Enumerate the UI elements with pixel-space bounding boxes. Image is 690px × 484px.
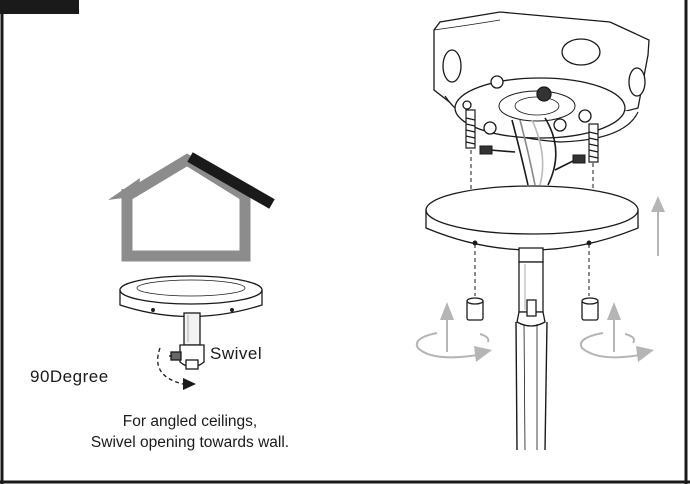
junction-box (433, 11, 650, 143)
canopy-small (119, 275, 263, 318)
caption-line-2: Swivel opening towards wall. (90, 434, 290, 451)
caption-line-1: For angled ceilings, (122, 413, 258, 430)
swivel-joint (169, 312, 205, 370)
up-arrow-icon (651, 196, 665, 256)
house-outline-icon (108, 152, 275, 262)
downrod (515, 247, 548, 451)
rotate-arrow-icon-right (580, 302, 654, 362)
rotate-direction-icon (157, 347, 196, 390)
rotation-degree-label: 90Degree (30, 367, 109, 386)
cap-nut-left (466, 297, 484, 321)
rotate-arrow-icon-left (415, 302, 492, 362)
cap-nut-right (581, 297, 599, 321)
swivel-label: Swivel (210, 344, 263, 363)
mounting-screw-left (465, 109, 476, 149)
mounting-screw-right (588, 123, 599, 163)
canopy-large (425, 185, 639, 251)
supply-wires (479, 117, 586, 186)
instruction-caption: For angled ceilings, Swivel opening towa… (20, 411, 360, 453)
